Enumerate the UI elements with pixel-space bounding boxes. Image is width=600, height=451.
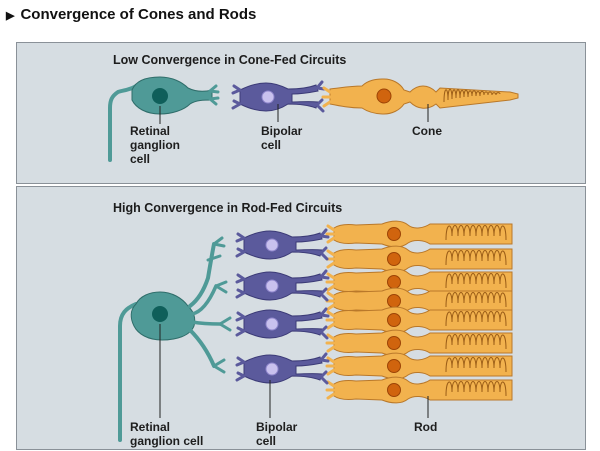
rod-label: Rod: [414, 420, 438, 434]
cone-panel-title: Low Convergence in Cone-Fed Circuits: [113, 53, 347, 67]
rod-panel-title: High Convergence in Rod-Fed Circuits: [113, 201, 343, 215]
cone-photoreceptor: [321, 78, 519, 115]
figure-title-text: Convergence of Cones and Rods: [20, 6, 257, 23]
title-marker-icon: ▶: [6, 10, 15, 22]
cone-label: Cone: [412, 124, 442, 138]
rod-ganglion-cell: [118, 236, 232, 442]
rod-bipolar-cells: [235, 228, 330, 385]
retinal-ganglion-cell-label-top: Retinal ganglion cell: [130, 124, 180, 166]
cone-ganglion-cell: [108, 76, 220, 162]
bipolar-cell-label-bottom: Bipolar cell: [256, 420, 298, 448]
figure-title: ▶ Convergence of Cones and Rods: [6, 6, 256, 23]
bipolar-cell-label-top: Bipolar cell: [261, 124, 303, 152]
rod-photoreceptors: [325, 219, 514, 405]
retinal-ganglion-cell-label-bottom: Retinal ganglion cell: [130, 420, 204, 448]
